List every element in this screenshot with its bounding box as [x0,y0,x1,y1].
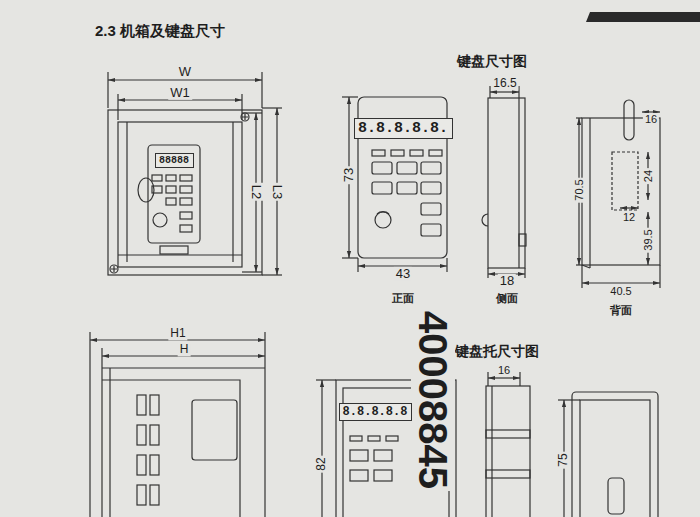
dimension: 43 [394,267,412,281]
dimension: 16 [496,364,512,376]
led-display: 8.8.8.8.8. [354,118,453,139]
dimension: 75 [557,451,570,468]
dimension: 16.5 [491,77,518,90]
watermark: 40008845 [411,309,455,491]
section-title: 2.3 机箱及键盘尺寸 [95,22,225,41]
keypad-back [576,100,660,288]
display-digits: 8.8.8.8.8 [343,405,408,419]
dimension: 12 [621,211,637,223]
header-strip [586,12,700,22]
figure-title: 键盘托尺寸图 [453,344,541,359]
dimension: L3 [270,183,284,201]
display-digits: 8.8.8.8.8. [358,120,448,137]
dimension: W [177,65,193,79]
chassis-side [90,332,265,517]
view-name: 侧面 [494,292,520,304]
chassis-front [108,72,282,275]
led-display: 88888 [155,153,194,168]
view-name: 正面 [390,292,416,304]
figure-title: 键盘尺寸图 [455,54,529,69]
led-display: 8.8.8.8.8 [339,403,412,421]
dimension: 39.5 [642,227,654,252]
display-digits: 88888 [159,155,189,166]
keypad-side [482,86,526,278]
dimension: 24 [642,168,654,184]
bracket-side [486,372,530,517]
dimension: 73 [342,166,356,184]
dimension: W1 [168,86,192,100]
dimension: 70.5 [573,177,585,202]
dimension: 82 [315,455,328,472]
dimension: H [178,343,191,356]
dimension: 16 [643,113,659,125]
dimension: 40.5 [608,285,633,297]
view-name: 背面 [608,304,634,316]
dimension: H1 [168,327,187,340]
dimension: 18 [498,274,516,288]
bracket-back [558,392,658,517]
dimension: L2 [249,183,263,201]
